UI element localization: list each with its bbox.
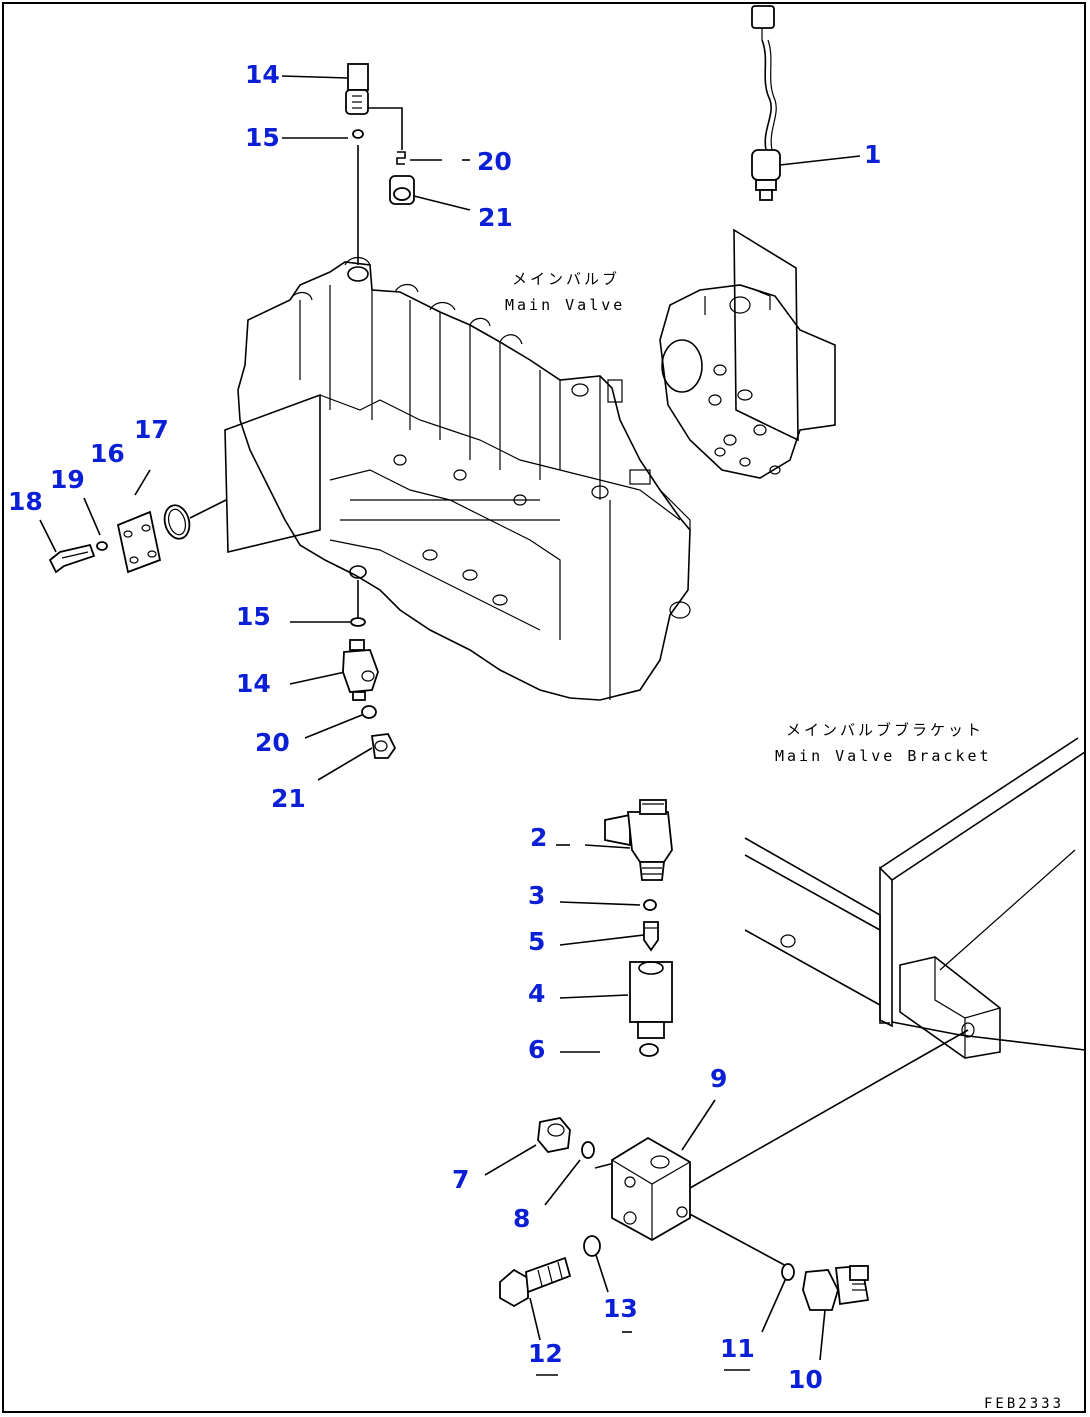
callout-6: 6 (528, 1035, 545, 1064)
part-7-plug (537, 1117, 571, 1153)
part-19-washer (96, 541, 108, 551)
callout-10: 10 (788, 1365, 823, 1394)
part-1-switch (751, 5, 781, 201)
callout-13: 13 (603, 1294, 638, 1323)
part-5-plug (643, 921, 659, 952)
callout-5: 5 (528, 927, 545, 956)
callout-14-bottom: 14 (236, 669, 271, 698)
main-valve-body (224, 256, 691, 701)
part-13-oring (583, 1235, 601, 1257)
callout-12: 12 (528, 1339, 563, 1368)
callout-19: 19 (50, 465, 85, 494)
callout-15-top: 15 (245, 123, 280, 152)
callout-11: 11 (720, 1334, 755, 1363)
part-15-top-oring (352, 129, 364, 139)
main-valve-bracket (744, 737, 1086, 1059)
part-10-elbow (802, 1265, 870, 1311)
part-3-oring (643, 899, 657, 911)
main-valve-side-view (659, 228, 836, 479)
part-11-oring (781, 1263, 795, 1281)
callout-9: 9 (710, 1064, 727, 1093)
callout-20-top: 20 (477, 147, 512, 176)
part-21-bottom-plug (370, 733, 397, 759)
leader-lines (39, 75, 969, 1361)
part-20-top-nut (396, 151, 406, 165)
callout-17: 17 (134, 415, 169, 444)
part-18-bolt (48, 543, 96, 574)
callout-2: 2 (530, 823, 547, 852)
part-6-oring (639, 1043, 659, 1057)
part-12-bolt (499, 1256, 572, 1308)
part-14-bottom (342, 639, 379, 701)
callout-21-bottom: 21 (271, 784, 306, 813)
callout-4: 4 (528, 979, 545, 1008)
callouts: 14 15 20 21 1 17 16 19 18 15 14 20 21 2 … (8, 60, 881, 1394)
callout-8: 8 (513, 1204, 530, 1233)
part-2-valve (604, 799, 673, 881)
part-14-top (345, 63, 369, 115)
main-valve-label-en: Main Valve (505, 296, 625, 314)
part-8-oring (581, 1141, 595, 1159)
callout-3: 3 (528, 881, 545, 910)
drawing-code: FEB2333 (984, 1396, 1064, 1412)
callout-18: 18 (8, 487, 43, 516)
part-9-block (611, 1136, 691, 1242)
part-15-bottom-oring (350, 617, 366, 627)
part-20-bottom-nut (361, 705, 377, 719)
callout-1: 1 (864, 140, 881, 169)
callout-14-top: 14 (245, 60, 280, 89)
part-17-oring (163, 504, 191, 540)
part-16-cover (116, 510, 162, 574)
part-21-top-plug (389, 175, 415, 205)
main-valve-label-jp: メインバルブ (512, 270, 620, 288)
callout-20-bottom: 20 (255, 728, 290, 757)
bracket-label-jp: メインバルブブラケット (786, 721, 984, 739)
bracket-label-en: Main Valve Bracket (775, 747, 992, 765)
dash-marks (536, 1331, 750, 1376)
callout-7: 7 (452, 1165, 469, 1194)
callout-21-top: 21 (478, 203, 513, 232)
part-4-fitting (629, 961, 673, 1039)
callout-16: 16 (90, 439, 125, 468)
callout-15-bottom: 15 (236, 602, 271, 631)
